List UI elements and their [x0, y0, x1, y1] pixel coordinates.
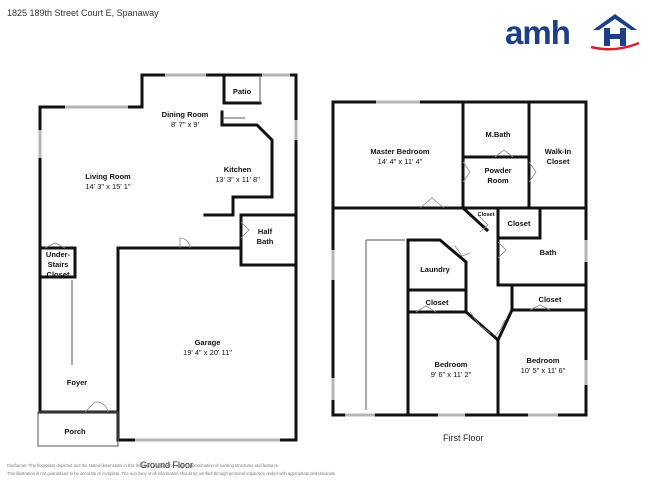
first-floor-windows [331, 100, 588, 417]
room-name: Kitchen [223, 165, 252, 174]
room-name: Bedroom [434, 360, 468, 369]
room-half-bath: Half Bath [253, 227, 277, 247]
room-name: M.Bath [485, 130, 511, 139]
room-bath: Bath [533, 248, 563, 258]
room-name: Under-Stairs Closet [45, 250, 71, 279]
room-dimensions: 8' 7" x 9' [170, 120, 200, 129]
room-name: Porch [64, 427, 86, 436]
house-logo-icon [590, 14, 640, 51]
room-name: Master Bedroom [370, 147, 430, 156]
room-dimensions: 10' 5" x 11' 6" [520, 366, 566, 375]
room-name: Walk-In Closet [544, 147, 572, 166]
room-name: Foyer [66, 378, 88, 387]
room-under-stairs-closet: Under-Stairs Closet [42, 250, 74, 280]
room-dimensions: 9' 6" x 11' 2" [430, 370, 472, 379]
ground-floor-windows [38, 73, 298, 442]
room-master-bedroom: Master Bedroom 14' 4" x 11' 4" [365, 147, 435, 167]
room-porch: Porch [60, 427, 90, 437]
first-floor-thin-lines [365, 239, 405, 410]
room-laundry: Laundry [417, 265, 453, 275]
room-name: Garage [194, 338, 221, 347]
room-name: Half Bath [256, 227, 274, 246]
room-name: Powder Room [484, 166, 512, 185]
room-bedroom-right: Bedroom 10' 5" x 11' 6" [510, 356, 576, 376]
room-bedroom-left: Bedroom 9' 6" x 11' 2" [420, 360, 482, 380]
room-closet-left: Closet [422, 298, 452, 308]
room-closet-bath: Closet [504, 219, 534, 229]
room-dimensions: 14' 4" x 11' 4" [377, 157, 423, 166]
room-name: Closet [477, 212, 495, 218]
room-closet-small: Closet [474, 210, 498, 220]
room-name: Bath [539, 248, 557, 257]
room-powder-room: Powder Room [483, 166, 513, 186]
room-name: Bedroom [526, 356, 560, 365]
room-dimensions: 19' 4" x 20' 11" [183, 348, 232, 357]
first-floor-title: First Floor [443, 433, 484, 443]
logo-text: amh [505, 14, 571, 51]
room-name: Living Room [85, 172, 131, 181]
room-name: Patio [232, 87, 252, 96]
ground-floor-walls [38, 73, 298, 442]
room-dining: Dining Room 8' 7" x 9' [150, 110, 220, 130]
room-dimensions: 14' 3" x 15' 1" [85, 182, 131, 191]
first-floor-doors [415, 149, 551, 337]
room-name: Closet [507, 219, 531, 228]
disclaimer-line-1: Disclaimer: The floorplans depicted and … [7, 463, 280, 468]
room-foyer: Foyer [62, 378, 92, 388]
room-name: Closet [425, 298, 449, 307]
room-living: Living Room 14' 3" x 15' 1" [68, 172, 148, 192]
room-kitchen: Kitchen 13' 3" x 11' 8" [205, 165, 270, 185]
room-walk-in-closet: Walk-In Closet [541, 147, 575, 167]
ground-floor-thin-lines [37, 75, 261, 447]
room-m-bath: M.Bath [483, 130, 513, 140]
room-garage: Garage 19' 4" x 20' 11" [170, 338, 245, 358]
property-address: 1825 189th Street Court E, Spanaway [7, 8, 159, 18]
ground-floor-doors [44, 221, 250, 413]
room-name: Dining Room [161, 110, 209, 119]
room-name: Laundry [420, 265, 450, 274]
room-closet-right: Closet [533, 295, 567, 305]
room-name: Closet [538, 295, 562, 304]
room-patio: Patio [228, 87, 256, 97]
room-dimensions: 13' 3" x 11' 8" [215, 175, 260, 184]
ground-floor-title: Ground Floor [140, 460, 194, 470]
amh-logo: amh [505, 6, 645, 54]
disclaimer-line-2: This illustration is not guaranteed to b… [7, 471, 337, 476]
